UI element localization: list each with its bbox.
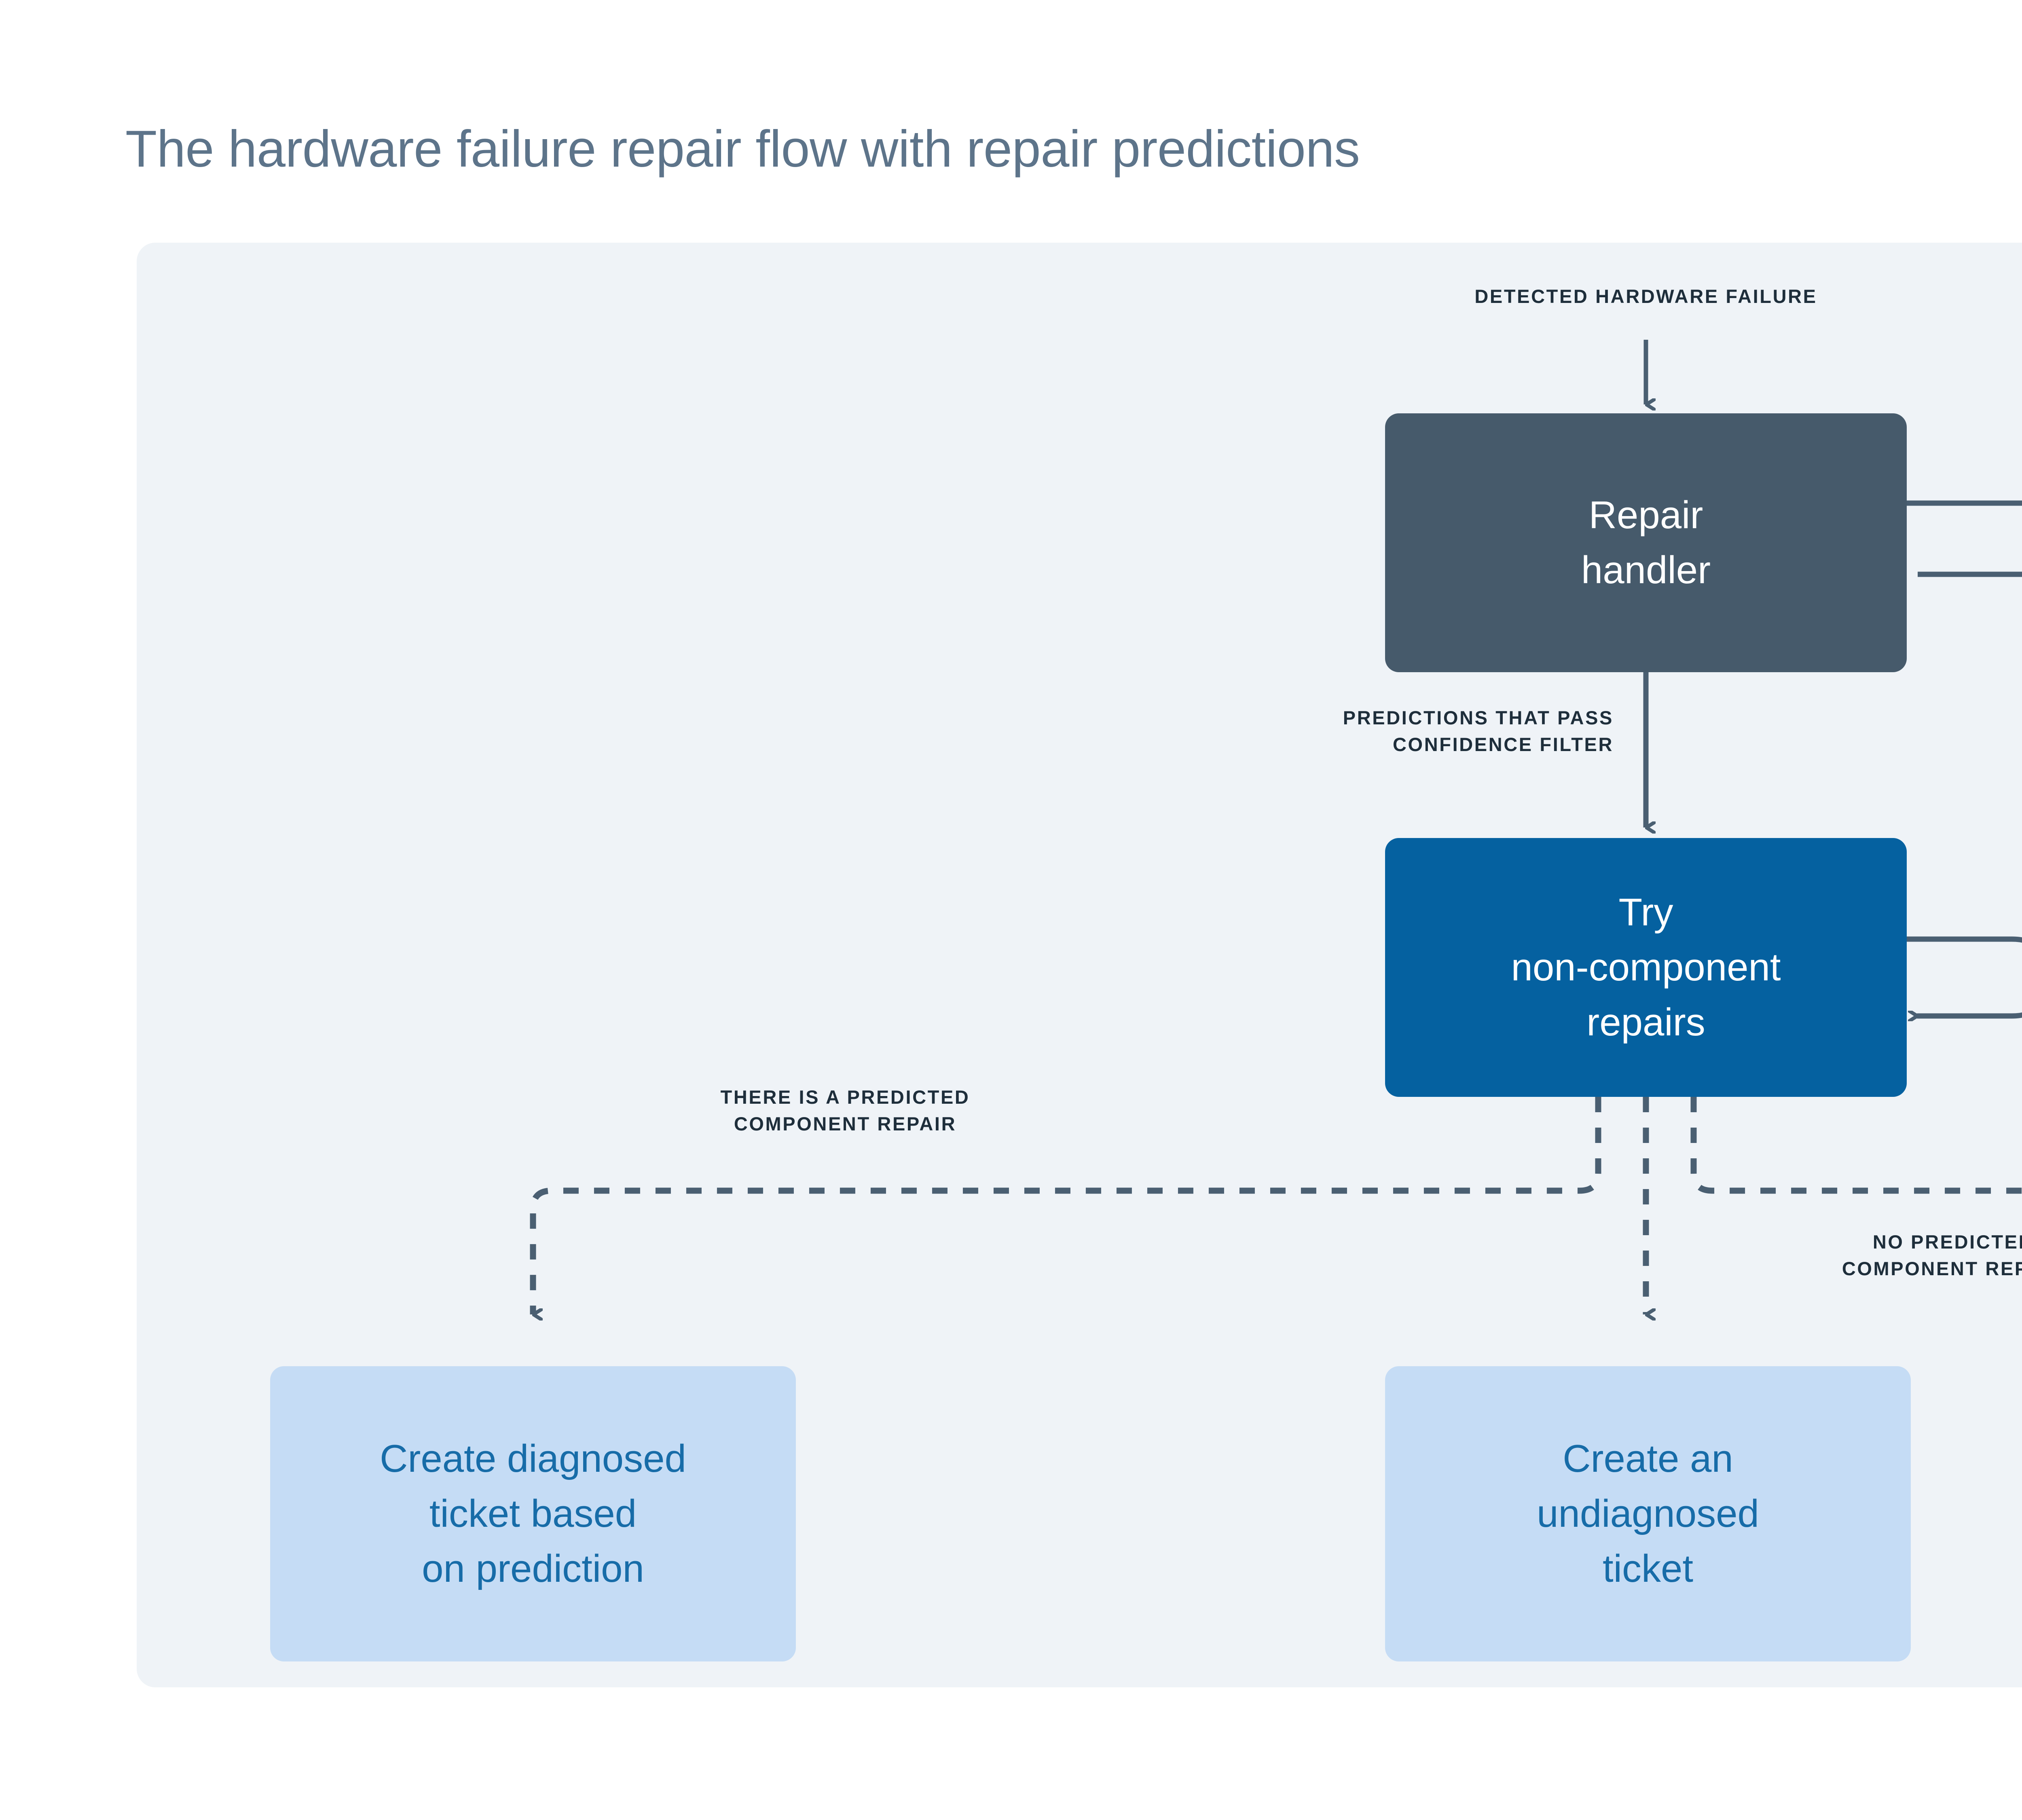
edge-label-predictions-and-scores: PREDICTIONS AND SCORES <box>1945 593 2022 646</box>
edge-label-confidence-filter: PREDICTIONS THAT PASS CONFIDENCE FILTER <box>1343 707 1614 755</box>
node-create-diagnosed-ticket-label: Create diagnosed ticket based on predict… <box>380 1437 686 1591</box>
node-try-non-component-repairs-label: Try non-component repairs <box>1511 890 1781 1044</box>
node-create-undiagnosed-ticket[interactable]: Create an undiagnosed ticket <box>1385 1366 1911 1661</box>
node-try-non-component-repairs[interactable]: Try non-component repairs <box>1385 838 1907 1097</box>
edge-label-predicted-component-repair: THERE IS A PREDICTED COMPONENT REPAIR <box>720 1086 970 1134</box>
node-repair-handler-label: Repair handler <box>1581 493 1711 592</box>
node-create-undiagnosed-ticket-label: Create an undiagnosed ticket <box>1537 1437 1759 1591</box>
page-title: The hardware failure repair flow with re… <box>125 120 1360 178</box>
edge-label-detected-hardware-failure: DETECTED HARDWARE FAILURE <box>1474 286 1817 307</box>
node-create-diagnosed-ticket[interactable]: Create diagnosed ticket based on predict… <box>270 1366 796 1661</box>
node-repair-handler[interactable]: Repair handler <box>1385 413 1907 672</box>
edge-label-failure-features: FAILURE FEATURES <box>1945 415 2022 468</box>
edge-label-no-predicted-component-repair: NO PREDICTED COMPONENT REPAIR <box>1842 1231 2022 1279</box>
